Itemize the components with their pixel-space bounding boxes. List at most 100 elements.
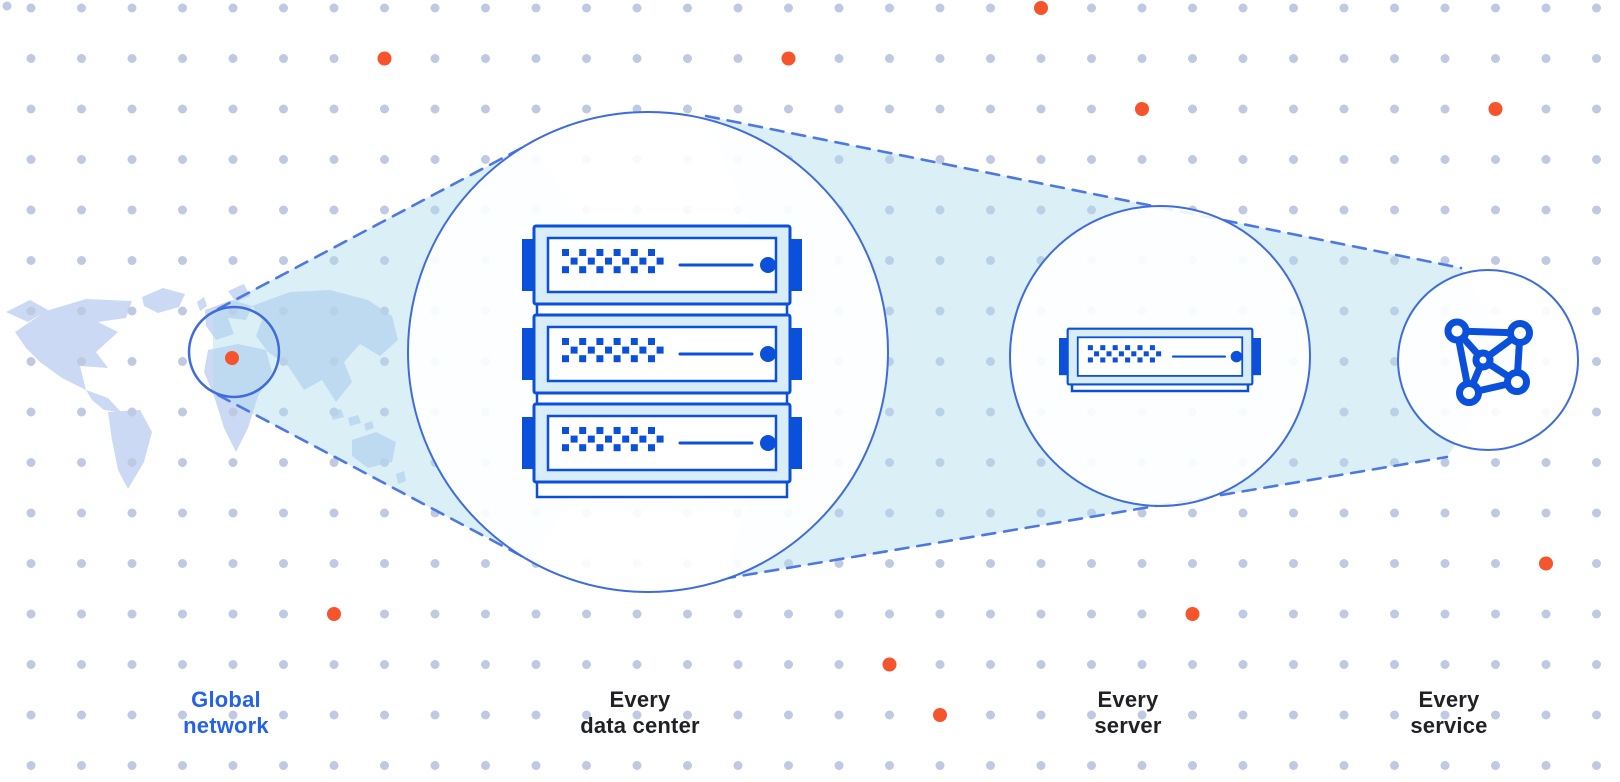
grid-dot (26, 3, 36, 13)
network-mesh-icon (1444, 318, 1533, 406)
grid-dot (1289, 660, 1298, 669)
grid-dot (1036, 609, 1046, 619)
grid-dot (1592, 458, 1601, 467)
label-global-network: Global network (183, 687, 269, 739)
grid-dot (1491, 508, 1500, 518)
grid-dot (1541, 54, 1551, 63)
grid-dot (784, 609, 793, 619)
grid-dot (329, 407, 339, 417)
grid-dot (733, 660, 743, 669)
grid-dot (329, 256, 339, 265)
single-server-icon (1057, 327, 1263, 393)
grid-dot (1440, 104, 1450, 114)
grid-dot (430, 609, 440, 619)
label-line: Global (191, 687, 261, 712)
grid-dot (127, 54, 137, 63)
grid-dot (1541, 761, 1551, 770)
grid-dot (1491, 761, 1500, 770)
grid-dot (733, 761, 743, 770)
grid-dot (1390, 155, 1399, 164)
grid-dot (1087, 761, 1096, 770)
grid-dot (1339, 3, 1349, 13)
grid-dot (26, 306, 36, 316)
grid-dot (632, 761, 642, 770)
grid-dot (1592, 205, 1601, 215)
grid-dot (127, 357, 137, 366)
grid-dot (178, 407, 187, 417)
grid-dot (1440, 508, 1450, 518)
continent-south-america (108, 410, 152, 489)
grid-dot (986, 357, 995, 366)
grid-dot (1289, 256, 1298, 265)
grid-dot (26, 508, 36, 518)
grid-dot (1541, 609, 1551, 619)
grid-dot (1491, 205, 1500, 215)
grid-dot (26, 407, 36, 417)
rack-server-2 (520, 313, 804, 395)
grid-dot (1339, 54, 1349, 63)
grid-dot (784, 559, 793, 568)
grid-dot (1339, 407, 1349, 417)
grid-dot (26, 559, 36, 568)
continent-north-america (6, 299, 132, 390)
grid-dot (329, 710, 339, 720)
grid-dot (1188, 761, 1197, 770)
map-focus-circle (187, 305, 281, 399)
grid-dot (1238, 54, 1248, 63)
grid-dot (986, 104, 995, 114)
label-line: Every (609, 687, 671, 712)
grid-dot (683, 660, 692, 669)
grid-dot (1087, 609, 1096, 619)
grid-dot (77, 660, 86, 669)
grid-dot (228, 508, 238, 518)
grid-dot (1238, 660, 1248, 669)
grid-dot (279, 256, 288, 265)
grid-dot (1137, 660, 1147, 669)
label-line: data center (580, 713, 700, 738)
grid-dot (1289, 458, 1298, 467)
grid-dot (531, 761, 541, 770)
grid-dot (380, 559, 389, 568)
grid-dot (380, 407, 389, 417)
grid-dot (329, 205, 339, 215)
grid-dot (1592, 660, 1601, 669)
grid-dot (77, 3, 86, 13)
grid-dot (178, 155, 187, 164)
grid-dot (1339, 508, 1349, 518)
grid-dot (834, 155, 844, 164)
grid-dot (683, 710, 692, 720)
grid-dot (1390, 205, 1399, 215)
grid-dot (178, 458, 187, 467)
grid-dot (380, 256, 389, 265)
grid-dot (935, 54, 945, 63)
grid-dot (430, 104, 440, 114)
grid-dot (834, 710, 844, 720)
grid-dot (1390, 559, 1399, 568)
grid-dot (986, 508, 995, 518)
grid-dot (986, 609, 995, 619)
grid-dot (1036, 660, 1046, 669)
grid-dot (430, 205, 440, 215)
grid-dot (1137, 710, 1147, 720)
grid-dot (380, 761, 389, 770)
grid-dot (380, 3, 389, 13)
grid-dot (481, 3, 490, 13)
grid-dot (1087, 54, 1096, 63)
grid-dot (1036, 155, 1046, 164)
grid-dot (228, 155, 238, 164)
grid-dot (1541, 3, 1551, 13)
grid-accent-dot (781, 51, 796, 66)
grid-dot (228, 54, 238, 63)
grid-dot (1238, 205, 1248, 215)
grid-dot (1339, 357, 1349, 366)
grid-dot (784, 3, 793, 13)
grid-dot (1390, 761, 1399, 770)
grid-dot (582, 3, 591, 13)
grid-dot (986, 256, 995, 265)
grid-dot (1087, 559, 1096, 568)
grid-dot (380, 155, 389, 164)
grid-dot (329, 458, 339, 467)
grid-dot (632, 710, 642, 720)
grid-dot (1491, 609, 1500, 619)
grid-dot (784, 710, 793, 720)
